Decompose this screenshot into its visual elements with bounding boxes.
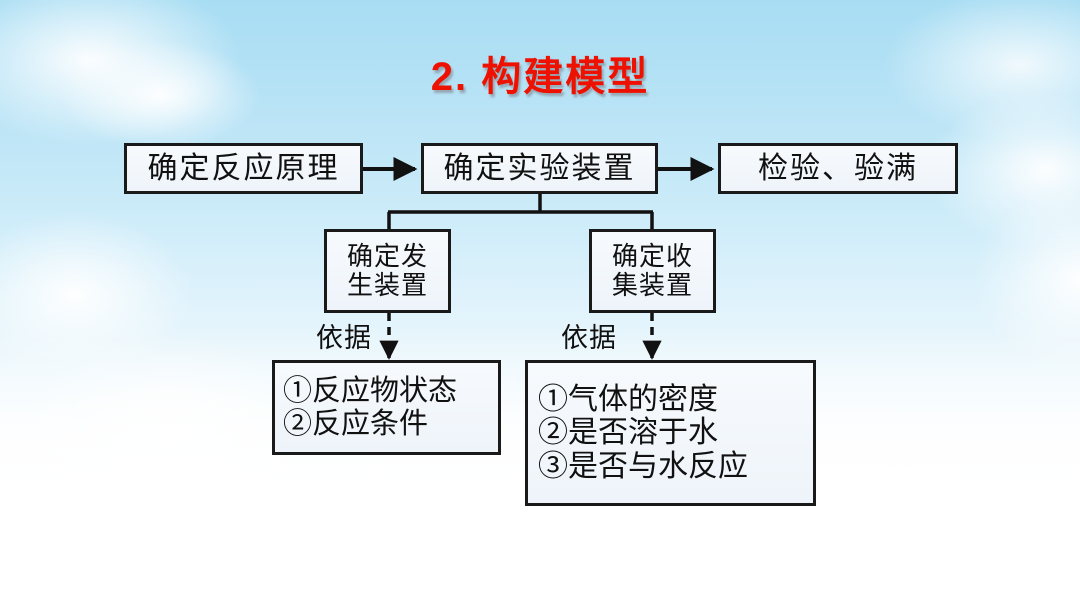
criteria-item: ②反应条件	[283, 407, 429, 440]
criteria-item: ①反应物状态	[283, 375, 458, 408]
node-collecting-device-criteria[interactable]: ①气体的密度 ②是否溶于水 ③是否与水反应	[525, 360, 816, 506]
node-label-line2: 生装置	[346, 271, 428, 300]
node-label-line2: 集装置	[611, 271, 693, 300]
node-label: 检验、验满	[758, 151, 918, 185]
node-label: 确定实验装置	[443, 151, 636, 185]
slide-title: 2. 构建模型	[430, 55, 650, 99]
node-determine-collecting-device[interactable]: 确定收 集装置	[589, 229, 716, 313]
node-label-line1: 确定收	[611, 241, 693, 271]
node-determine-reaction-principle[interactable]: 确定反应原理	[124, 143, 363, 194]
node-determine-experimental-apparatus[interactable]: 确定实验装置	[421, 143, 658, 194]
criteria-item: ①气体的密度	[538, 382, 718, 416]
node-determine-generating-device[interactable]: 确定发 生装置	[324, 229, 451, 313]
edge-label-basis-generator: 依据	[316, 323, 372, 353]
edge-label-basis-collector: 依据	[561, 323, 617, 353]
node-label: 确定反应原理	[147, 151, 340, 185]
node-test-and-fullness-check[interactable]: 检验、验满	[718, 143, 958, 194]
node-label-line1: 确定发	[346, 241, 428, 271]
criteria-item: ②是否溶于水	[538, 416, 718, 450]
criteria-item: ③是否与水反应	[538, 449, 748, 483]
node-generating-device-criteria[interactable]: ①反应物状态 ②反应条件	[272, 360, 501, 455]
